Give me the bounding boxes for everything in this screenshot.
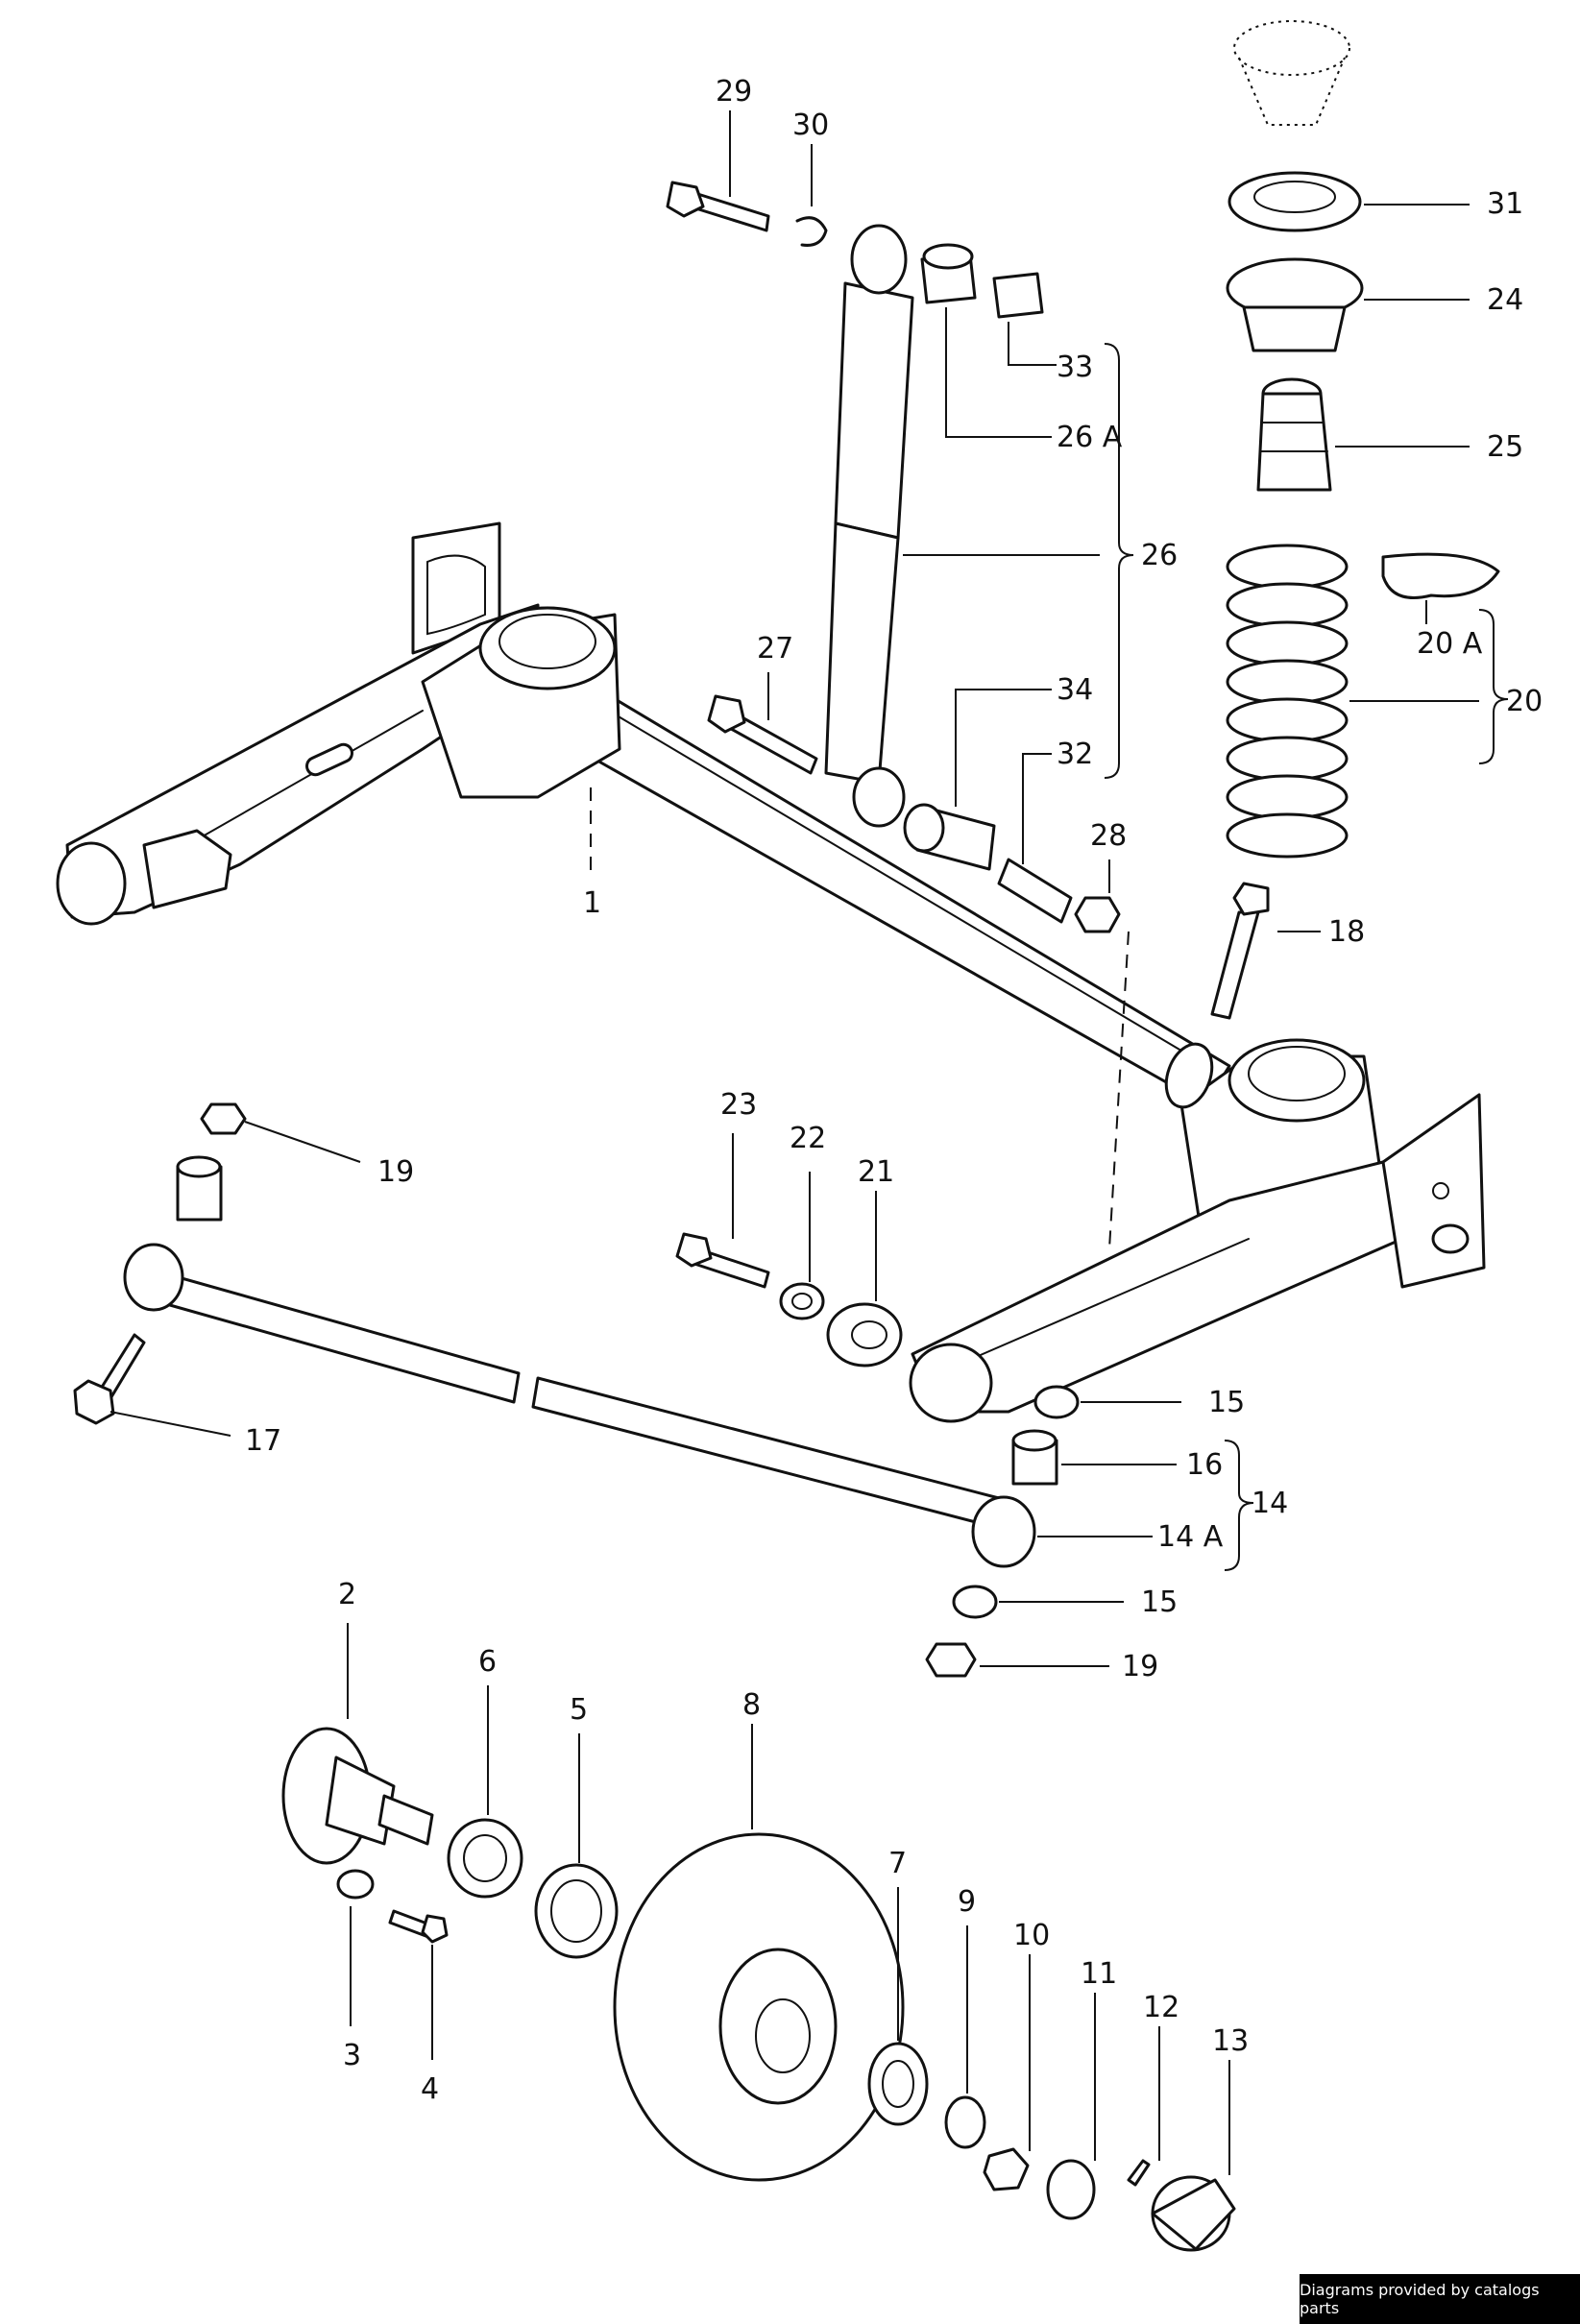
- callout-9: 9: [958, 1885, 976, 1919]
- callout-31: 31: [1487, 187, 1523, 221]
- callout-labels: 29 30 31 24 25 33 26 A 26 34 32 27 28 20…: [245, 75, 1543, 2106]
- callout-28: 28: [1090, 819, 1127, 853]
- callout-20A: 20 A: [1417, 627, 1483, 661]
- credit-text: Diagrams provided by catalogs parts: [1300, 2281, 1540, 2317]
- credit-badge: Diagrams provided by catalogs parts: [1300, 2274, 1580, 2324]
- callout-33: 33: [1057, 351, 1093, 384]
- callout-14A: 14 A: [1157, 1520, 1224, 1554]
- callout-25: 25: [1487, 430, 1523, 464]
- axle-beam: [56, 521, 1486, 1423]
- callout-34: 34: [1057, 673, 1093, 707]
- callout-10: 10: [1013, 1919, 1050, 1952]
- callout-6: 6: [478, 1645, 497, 1679]
- bolt-18: [1210, 882, 1270, 1020]
- callout-16: 16: [1186, 1448, 1223, 1482]
- spring-coils: [1226, 544, 1349, 859]
- callout-19-upper: 19: [377, 1155, 414, 1189]
- callout-14: 14: [1252, 1487, 1288, 1520]
- callout-11: 11: [1081, 1957, 1117, 1991]
- callout-7: 7: [888, 1847, 907, 1880]
- panhard-rod: [73, 1102, 1080, 1678]
- callout-15-upper: 15: [1208, 1386, 1245, 1419]
- callout-24: 24: [1487, 283, 1523, 317]
- callout-27: 27: [757, 632, 793, 666]
- callout-26A: 26 A: [1057, 421, 1123, 454]
- mount-hardware: [675, 1232, 903, 1368]
- callout-29: 29: [716, 75, 752, 109]
- callout-20: 20: [1506, 685, 1543, 718]
- callout-21: 21: [858, 1155, 894, 1189]
- callout-19-lower: 19: [1122, 1650, 1158, 1683]
- callout-8: 8: [742, 1688, 761, 1722]
- callout-15-lower: 15: [1141, 1586, 1178, 1619]
- callout-12: 12: [1143, 1991, 1179, 2024]
- leader-lines: [109, 110, 1509, 2175]
- callout-17: 17: [245, 1424, 281, 1458]
- wheel-hub-assembly: [281, 1727, 1236, 2252]
- callout-13: 13: [1212, 2024, 1249, 2058]
- callout-30: 30: [792, 109, 829, 142]
- callout-22: 22: [790, 1122, 826, 1155]
- callout-18: 18: [1328, 915, 1365, 949]
- callout-2: 2: [338, 1578, 356, 1611]
- shock-absorber: [666, 181, 1130, 1249]
- callout-32: 32: [1057, 738, 1093, 771]
- callout-3: 3: [343, 2039, 361, 2072]
- callout-4: 4: [421, 2072, 439, 2106]
- callout-5: 5: [570, 1693, 588, 1727]
- coil-spring-assembly: [1226, 20, 1500, 859]
- callout-23: 23: [720, 1088, 757, 1122]
- callout-26: 26: [1141, 539, 1178, 572]
- callout-1: 1: [583, 886, 601, 920]
